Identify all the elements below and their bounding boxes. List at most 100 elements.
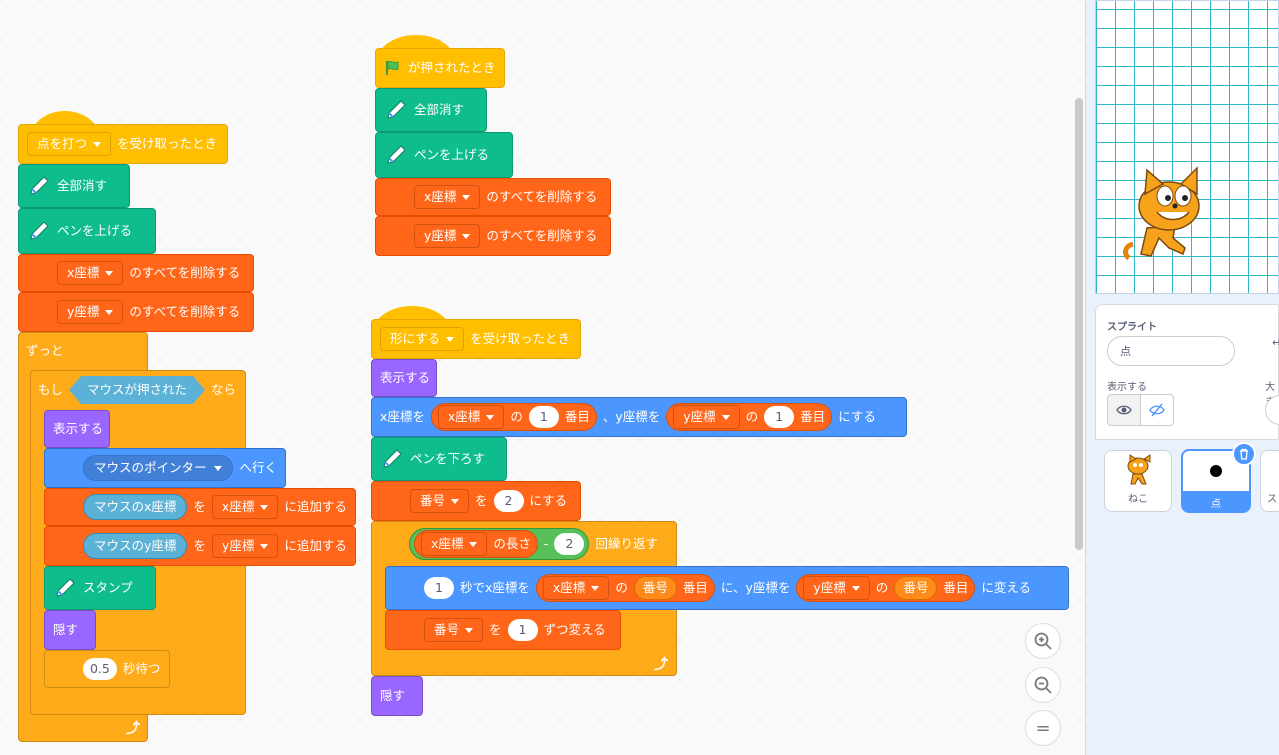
block-label: に、y座標を [720,579,791,595]
mouse-y-reporter[interactable]: マウスのy座標 [83,533,188,559]
list-dropdown[interactable]: x座標 [414,185,481,209]
wait-seconds-input[interactable]: 0.5 [83,658,117,680]
list-dropdown[interactable]: y座標 [211,534,279,558]
workspace-scrollbar[interactable] [1075,98,1083,550]
block-label: のすべてを削除する [129,303,241,319]
dot-icon [1210,465,1222,477]
set-variable-block[interactable]: 番号 を 2 にする [371,481,581,521]
clear-block[interactable]: 全部消す [18,164,130,208]
go-to-xy-block[interactable]: x座標を x座標 の 1 番目 、y座標を y座標 の 1 番目 にする [371,397,907,437]
show-label: 表示する [1107,382,1147,393]
loop-arrow-icon: ⤴ [126,721,140,737]
block-label: のすべてを削除する [486,227,598,243]
if-header: もし マウスが押された なら [30,372,244,408]
zoom-in-button[interactable] [1025,623,1061,659]
sprite-tile-partial[interactable]: ス [1260,450,1279,512]
block-label: - [543,535,549,551]
index-input[interactable]: 1 [528,406,559,428]
item-of-list-reporter[interactable]: y座標 の 番号 番目 [796,574,976,602]
hide-block[interactable]: 隠す [371,676,423,716]
delete-all-x-block[interactable]: x座標 のすべてを削除する [18,254,254,292]
pen-icon [387,145,406,164]
list-dropdown[interactable]: x座標 [437,405,505,429]
chevron-down-icon [462,194,471,200]
delete-all-y-block[interactable]: y座標 のすべてを削除する [375,216,611,256]
variable-dropdown[interactable]: 番号 [424,618,484,642]
chevron-down-icon [851,585,860,591]
list-dropdown[interactable]: y座標 [673,405,740,429]
mouse-down-sensing[interactable]: マウスが押された [69,376,205,404]
sprite-tile-cat[interactable]: ねこ [1104,450,1172,512]
sprite-name-input[interactable]: 点 [1107,336,1235,366]
block-label: が押されたとき [408,59,496,75]
sprite-tile-label: 点 [1211,499,1221,510]
chevron-down-icon [105,309,114,315]
length-of-list-reporter[interactable]: x座標 の長さ [414,530,538,558]
add-x-block[interactable]: マウスのx座標 を x座標 に追加する [44,488,356,526]
when-flag-clicked-block[interactable]: が押されたとき [375,48,505,88]
subtract-operator[interactable]: x座標 の長さ - 2 [409,528,590,560]
variable-reporter[interactable]: 番号 [633,576,677,600]
chevron-down-icon [591,585,600,591]
hide-sprite-button[interactable] [1140,394,1174,426]
set-value-input[interactable]: 2 [493,490,524,512]
pen-up-block[interactable]: ペンを上げる [375,132,513,178]
add-y-block[interactable]: マウスのy座標 を y座標 に追加する [44,526,356,566]
list-dropdown[interactable]: x座標 [421,532,488,556]
block-label: の [615,579,628,595]
change-variable-block[interactable]: 番号 を 1 ずつ変える [385,610,621,650]
item-of-list-reporter[interactable]: y座標 の 1 番目 [666,403,833,431]
block-label: 番目 [800,408,826,424]
goto-target-dropdown[interactable]: マウスのポインター [83,455,234,481]
list-dropdown[interactable]: x座標 [57,261,124,285]
wait-block[interactable]: 0.5 秒待つ [44,650,170,688]
list-dropdown[interactable]: y座標 [57,300,124,324]
block-label: 秒待つ [122,660,161,676]
pen-down-block[interactable]: ペンを下ろす [371,437,507,481]
item-of-list-reporter[interactable]: x座標 の 番号 番目 [535,574,715,602]
chevron-down-icon [469,541,478,547]
glide-seconds-input[interactable]: 1 [424,577,454,599]
show-block[interactable]: 表示する [44,410,110,448]
clear-block[interactable]: 全部消す [375,88,487,132]
message-dropdown[interactable]: 形にする [380,327,465,351]
variable-dropdown[interactable]: 番号 [410,489,470,513]
chevron-down-icon [260,543,269,549]
sprite-tile-label: ねこ [1128,494,1148,505]
block-label: を [193,537,206,553]
show-sprite-button[interactable] [1107,394,1141,426]
delete-all-x-block[interactable]: x座標 のすべてを削除する [375,178,611,216]
go-to-block[interactable]: マウスのポインター へ行く [44,448,286,488]
list-dropdown[interactable]: x座標 [542,576,610,600]
show-block[interactable]: 表示する [371,359,437,397]
delete-sprite-button[interactable] [1232,442,1256,466]
list-dropdown[interactable]: y座標 [414,224,481,248]
delete-all-y-block[interactable]: y座標 のすべてを削除する [18,292,254,332]
when-receive-block[interactable]: 点を打つ を受け取ったとき [18,124,228,164]
block-label: 回繰り返す [595,535,658,551]
block-label: を受け取ったとき [117,135,218,151]
list-dropdown[interactable]: x座標 [211,495,279,519]
mouse-x-reporter[interactable]: マウスのx座標 [83,494,188,520]
subtract-value-input[interactable]: 2 [554,533,585,555]
stamp-block[interactable]: スタンプ [44,566,156,610]
item-of-list-reporter[interactable]: x座標 の 1 番目 [430,403,597,431]
change-value-input[interactable]: 1 [507,619,538,641]
stage[interactable] [1095,0,1279,294]
hide-block[interactable]: 隠す [44,610,96,650]
block-label: ペンを下ろす [410,450,486,466]
zoom-reset-button[interactable]: = [1025,710,1061,746]
code-workspace[interactable]: 点を打つ を受け取ったとき 全部消す ペンを上げる x座標 のすべてを削除する … [0,0,1085,755]
block-label: 全部消す [414,101,465,117]
when-receive-block[interactable]: 形にする を受け取ったとき [371,319,581,359]
index-input[interactable]: 1 [764,406,795,428]
glide-block[interactable]: 1 秒でx座標を x座標 の 番号 番目 に、y座標を y座標 の 番号 番目 … [385,566,1069,610]
pen-up-block[interactable]: ペンを上げる [18,208,156,254]
sprite-info-panel: スプライト 点 ↔ 表示する 大き [1095,304,1279,440]
zoom-out-button[interactable] [1025,667,1061,703]
list-dropdown[interactable]: y座標 [803,576,870,600]
sprite-list: ねこ 点 ス [1095,441,1279,755]
chevron-down-icon [451,498,460,504]
variable-reporter[interactable]: 番号 [894,576,938,600]
message-dropdown[interactable]: 点を打つ [27,132,112,156]
